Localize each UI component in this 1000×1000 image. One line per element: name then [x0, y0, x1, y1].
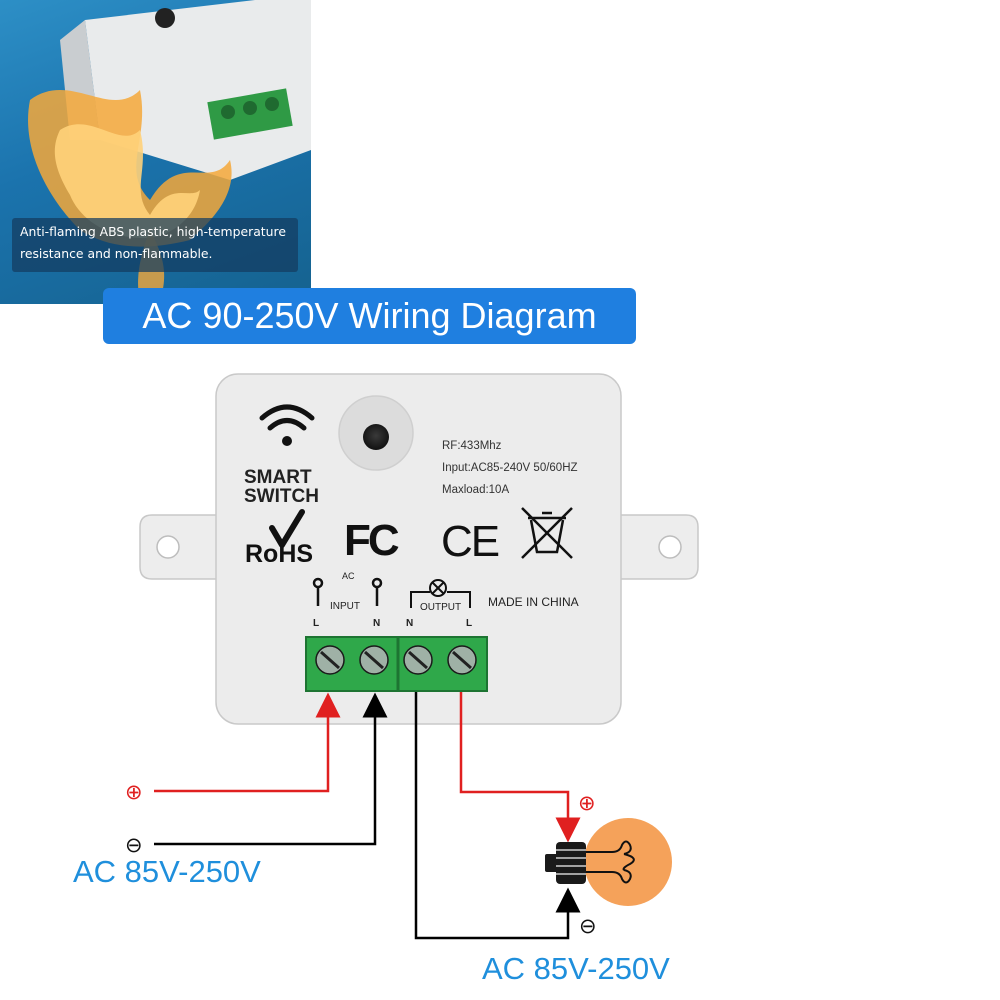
inset-caption: Anti-flaming ABS plastic, high-temperatu… [12, 218, 298, 272]
wifi-icon [259, 404, 315, 446]
inset-photo: Anti-flaming ABS plastic, high-temperatu… [0, 0, 311, 304]
output-label: OUTPUT [420, 602, 461, 613]
ac-mark: AC [342, 571, 355, 581]
mounting-tab-right [619, 514, 699, 580]
live-input-wire [154, 692, 341, 793]
neutral-output-wire [414, 692, 581, 940]
terminal-block [305, 636, 488, 692]
neutral-input-wire [154, 692, 388, 846]
light-bulb-icon [545, 818, 672, 906]
output-voltage-label: AC 85V-250V [482, 951, 670, 986]
rf-spec: RF:433Mhz [442, 440, 502, 452]
output-L-label: L [466, 618, 472, 629]
diagram-title: AC 90-250V Wiring Diagram [103, 288, 636, 344]
output-minus-icon: ⊖ [579, 914, 597, 938]
pairing-button [338, 395, 414, 471]
input-N-label: N [373, 618, 380, 629]
brand-line2: SWITCH [244, 486, 319, 507]
input-terminal-symbols [312, 577, 383, 606]
live-output-wire [459, 692, 581, 843]
made-in-label: MADE IN CHINA [488, 595, 579, 609]
input-voltage-label: AC 85V-250V [73, 854, 261, 889]
output-lamp-symbol [410, 579, 471, 608]
input-spec: Input:AC85-240V 50/60HZ [442, 462, 578, 474]
fc-mark: FC [344, 516, 399, 565]
weee-bin-icon [521, 507, 573, 559]
input-L-label: L [313, 618, 319, 629]
brand-line1: SMART [244, 467, 312, 488]
inset-caption-line2: resistance and non-flammable. [20, 246, 213, 261]
mounting-tab-left [139, 514, 219, 580]
output-plus-icon: ⊕ [578, 791, 596, 815]
ce-mark: CE [441, 517, 499, 566]
maxload-spec: Maxload:10A [442, 484, 509, 496]
inset-caption-line1: Anti-flaming ABS plastic, high-temperatu… [20, 224, 286, 239]
rohs-mark: RoHS [245, 540, 313, 568]
input-plus-icon: ⊕ [125, 780, 143, 804]
input-minus-icon: ⊖ [125, 833, 143, 857]
input-label: INPUT [330, 601, 360, 612]
rohs-check-icon [269, 509, 305, 548]
output-N-label: N [406, 618, 413, 629]
